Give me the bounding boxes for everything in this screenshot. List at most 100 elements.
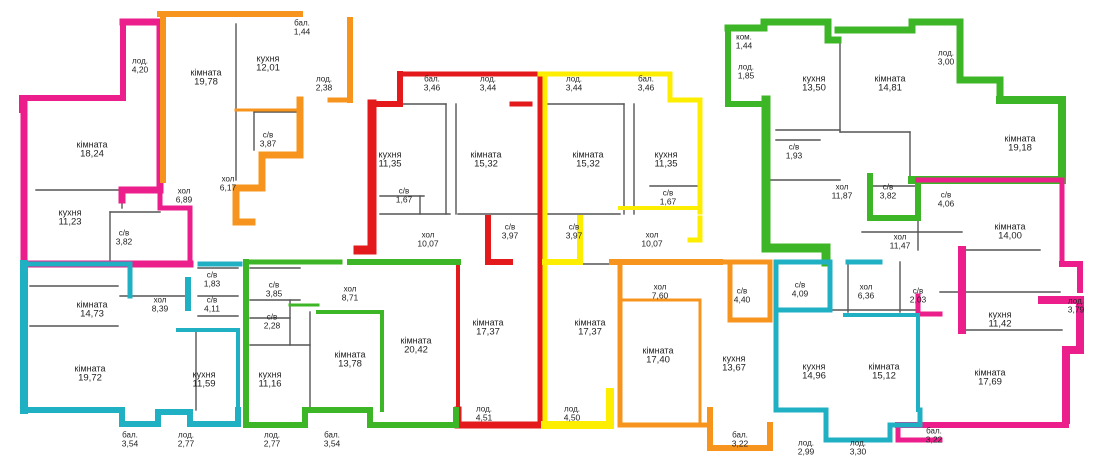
apartment-wall-a2 [232, 96, 304, 226]
apartment-wall-a1 [19, 19, 126, 113]
room-area: 17,40 [646, 354, 670, 366]
room-area: 12,01 [256, 62, 280, 74]
room-name: хол [177, 186, 191, 196]
room-area: 2,77 [177, 438, 195, 449]
apartment-wall-a6 [915, 177, 1065, 267]
room-name: кухня [256, 53, 280, 64]
room-label: лод.4,20 [132, 57, 149, 76]
room-name: с/в [736, 286, 748, 296]
apartment-wall-a9 [707, 407, 773, 451]
room-area: 2,38 [315, 82, 333, 93]
room-name: лод. [178, 430, 194, 440]
room-name: с/в [662, 188, 674, 198]
room-name: хол [343, 284, 357, 294]
room-area: 14,96 [802, 370, 826, 382]
apartment-wall-a7 [21, 261, 133, 299]
room-area: 3,85 [265, 288, 283, 299]
room-area: 11,42 [988, 318, 1012, 330]
room-name: с/в [266, 312, 278, 322]
room-name: бал. [926, 426, 942, 436]
room-name: бал. [638, 74, 654, 84]
room-area: 3,82 [115, 236, 133, 247]
room-area: 3,46 [423, 82, 441, 93]
room-label: бал.3,46 [424, 75, 441, 94]
room-area: 15,12 [872, 370, 896, 382]
room-area: 17,69 [978, 376, 1002, 388]
apartment-wall-a10 [843, 313, 920, 412]
room-area: 11,35 [654, 158, 678, 170]
room-name: кухня [988, 309, 1012, 320]
room-name: бал. [294, 18, 310, 28]
room-label: бал.3,54 [324, 431, 341, 450]
room-name: хол [893, 232, 907, 242]
room-name: кухня [378, 149, 402, 160]
room-area: 3,82 [879, 190, 897, 201]
room-area: 15,32 [576, 158, 600, 170]
room-label: лод.2,99 [798, 439, 815, 458]
room-name: кімната [76, 299, 108, 310]
room-name: хол [835, 182, 849, 192]
room-label: лод.2,77 [178, 431, 195, 450]
room-name: кімната [190, 67, 222, 78]
room-label: лод.1,85 [738, 63, 755, 82]
room-name: лод. [1068, 296, 1084, 306]
room-name: кімната [874, 73, 906, 84]
room-name: бал. [122, 430, 138, 440]
apartment-wall-a3 [454, 406, 544, 429]
room-area: 3,97 [501, 230, 519, 241]
room-name: кімната [334, 349, 366, 360]
room-area: 6,89 [175, 194, 193, 205]
room-area: 19,18 [1008, 142, 1032, 154]
room-area: 3,44 [565, 82, 583, 93]
room-area: 1,67 [395, 194, 413, 205]
room-name: кухня [58, 207, 82, 218]
room-name: бал. [732, 430, 748, 440]
room-area: 14,81 [878, 82, 902, 94]
room-name: кухня [802, 361, 826, 372]
room-area: 4,51 [475, 412, 493, 423]
apartment-wall-a5 [724, 18, 842, 44]
apartment-wall-a6 [1038, 296, 1084, 424]
room-area: 4,40 [733, 294, 751, 305]
room-name: кімната [76, 139, 108, 150]
room-area: 8,39 [151, 303, 169, 314]
room-name: кімната [994, 221, 1026, 232]
room-label: бал.3,22 [926, 427, 943, 446]
room-area: 3,22 [731, 438, 749, 449]
room-area: 3,44 [479, 82, 497, 93]
room-name: бал. [424, 74, 440, 84]
room-name: кімната [400, 335, 432, 346]
room-label: лод.3,30 [850, 439, 867, 458]
room-name: с/в [206, 270, 218, 280]
room-label: лод.3,44 [480, 75, 497, 94]
room-label: лод.4,51 [476, 405, 493, 424]
room-name: кімната [470, 149, 502, 160]
